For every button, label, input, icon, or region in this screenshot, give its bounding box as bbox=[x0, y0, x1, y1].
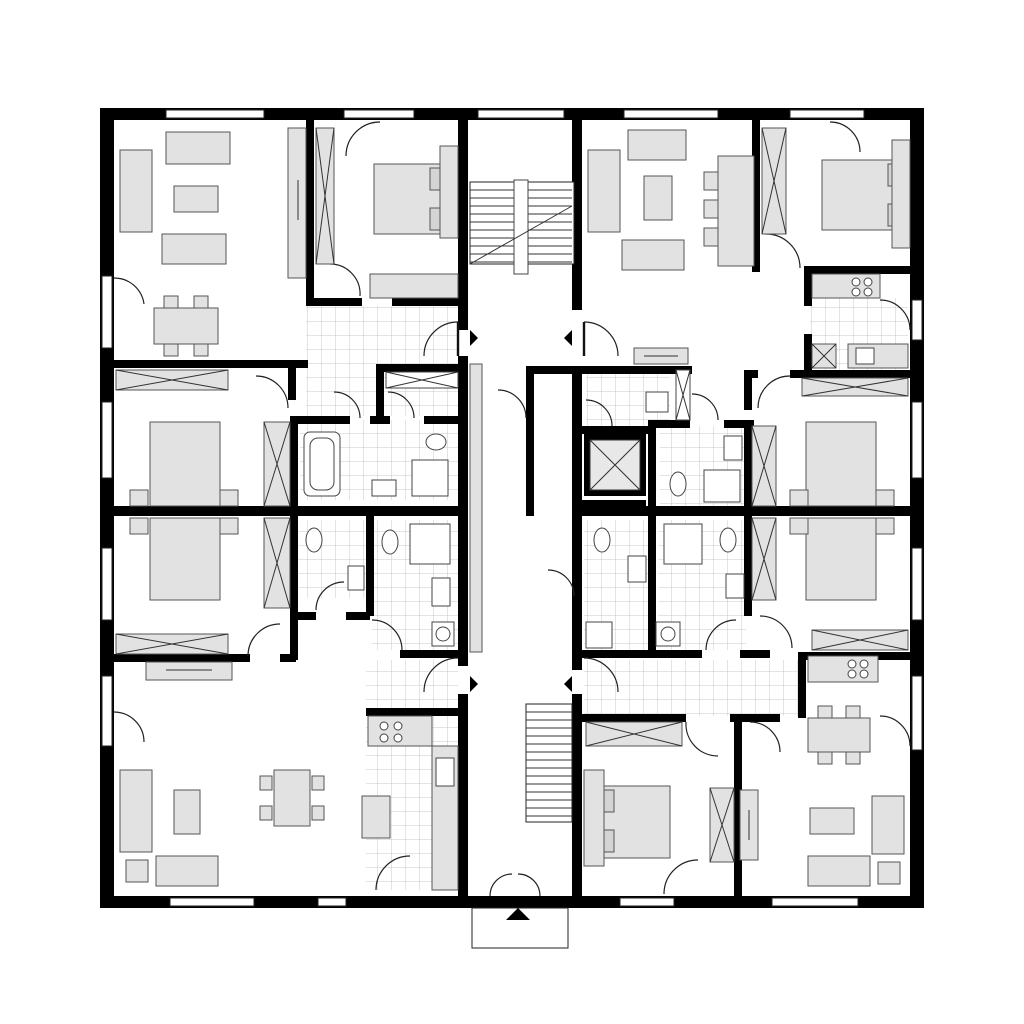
entrance bbox=[471, 873, 569, 949]
unit-ne-furniture bbox=[587, 127, 911, 369]
elevator bbox=[584, 434, 646, 496]
corridor-arrows bbox=[470, 330, 572, 692]
stair-north bbox=[469, 179, 575, 275]
unit-w-bathroom-fixtures bbox=[303, 371, 459, 647]
unit-sw-furniture bbox=[119, 661, 459, 891]
corridor-strip bbox=[469, 363, 483, 653]
doors bbox=[113, 121, 911, 895]
windows bbox=[101, 109, 923, 907]
unit-nw-living-furniture bbox=[119, 127, 307, 357]
interior-walls bbox=[114, 120, 912, 896]
unit-e-mid-furniture bbox=[585, 369, 909, 651]
unit-w-bedrooms-furniture bbox=[115, 369, 291, 655]
stair-south bbox=[525, 703, 573, 823]
unit-se-furniture bbox=[583, 655, 905, 887]
unit-nw-bedroom-furniture bbox=[315, 127, 459, 299]
